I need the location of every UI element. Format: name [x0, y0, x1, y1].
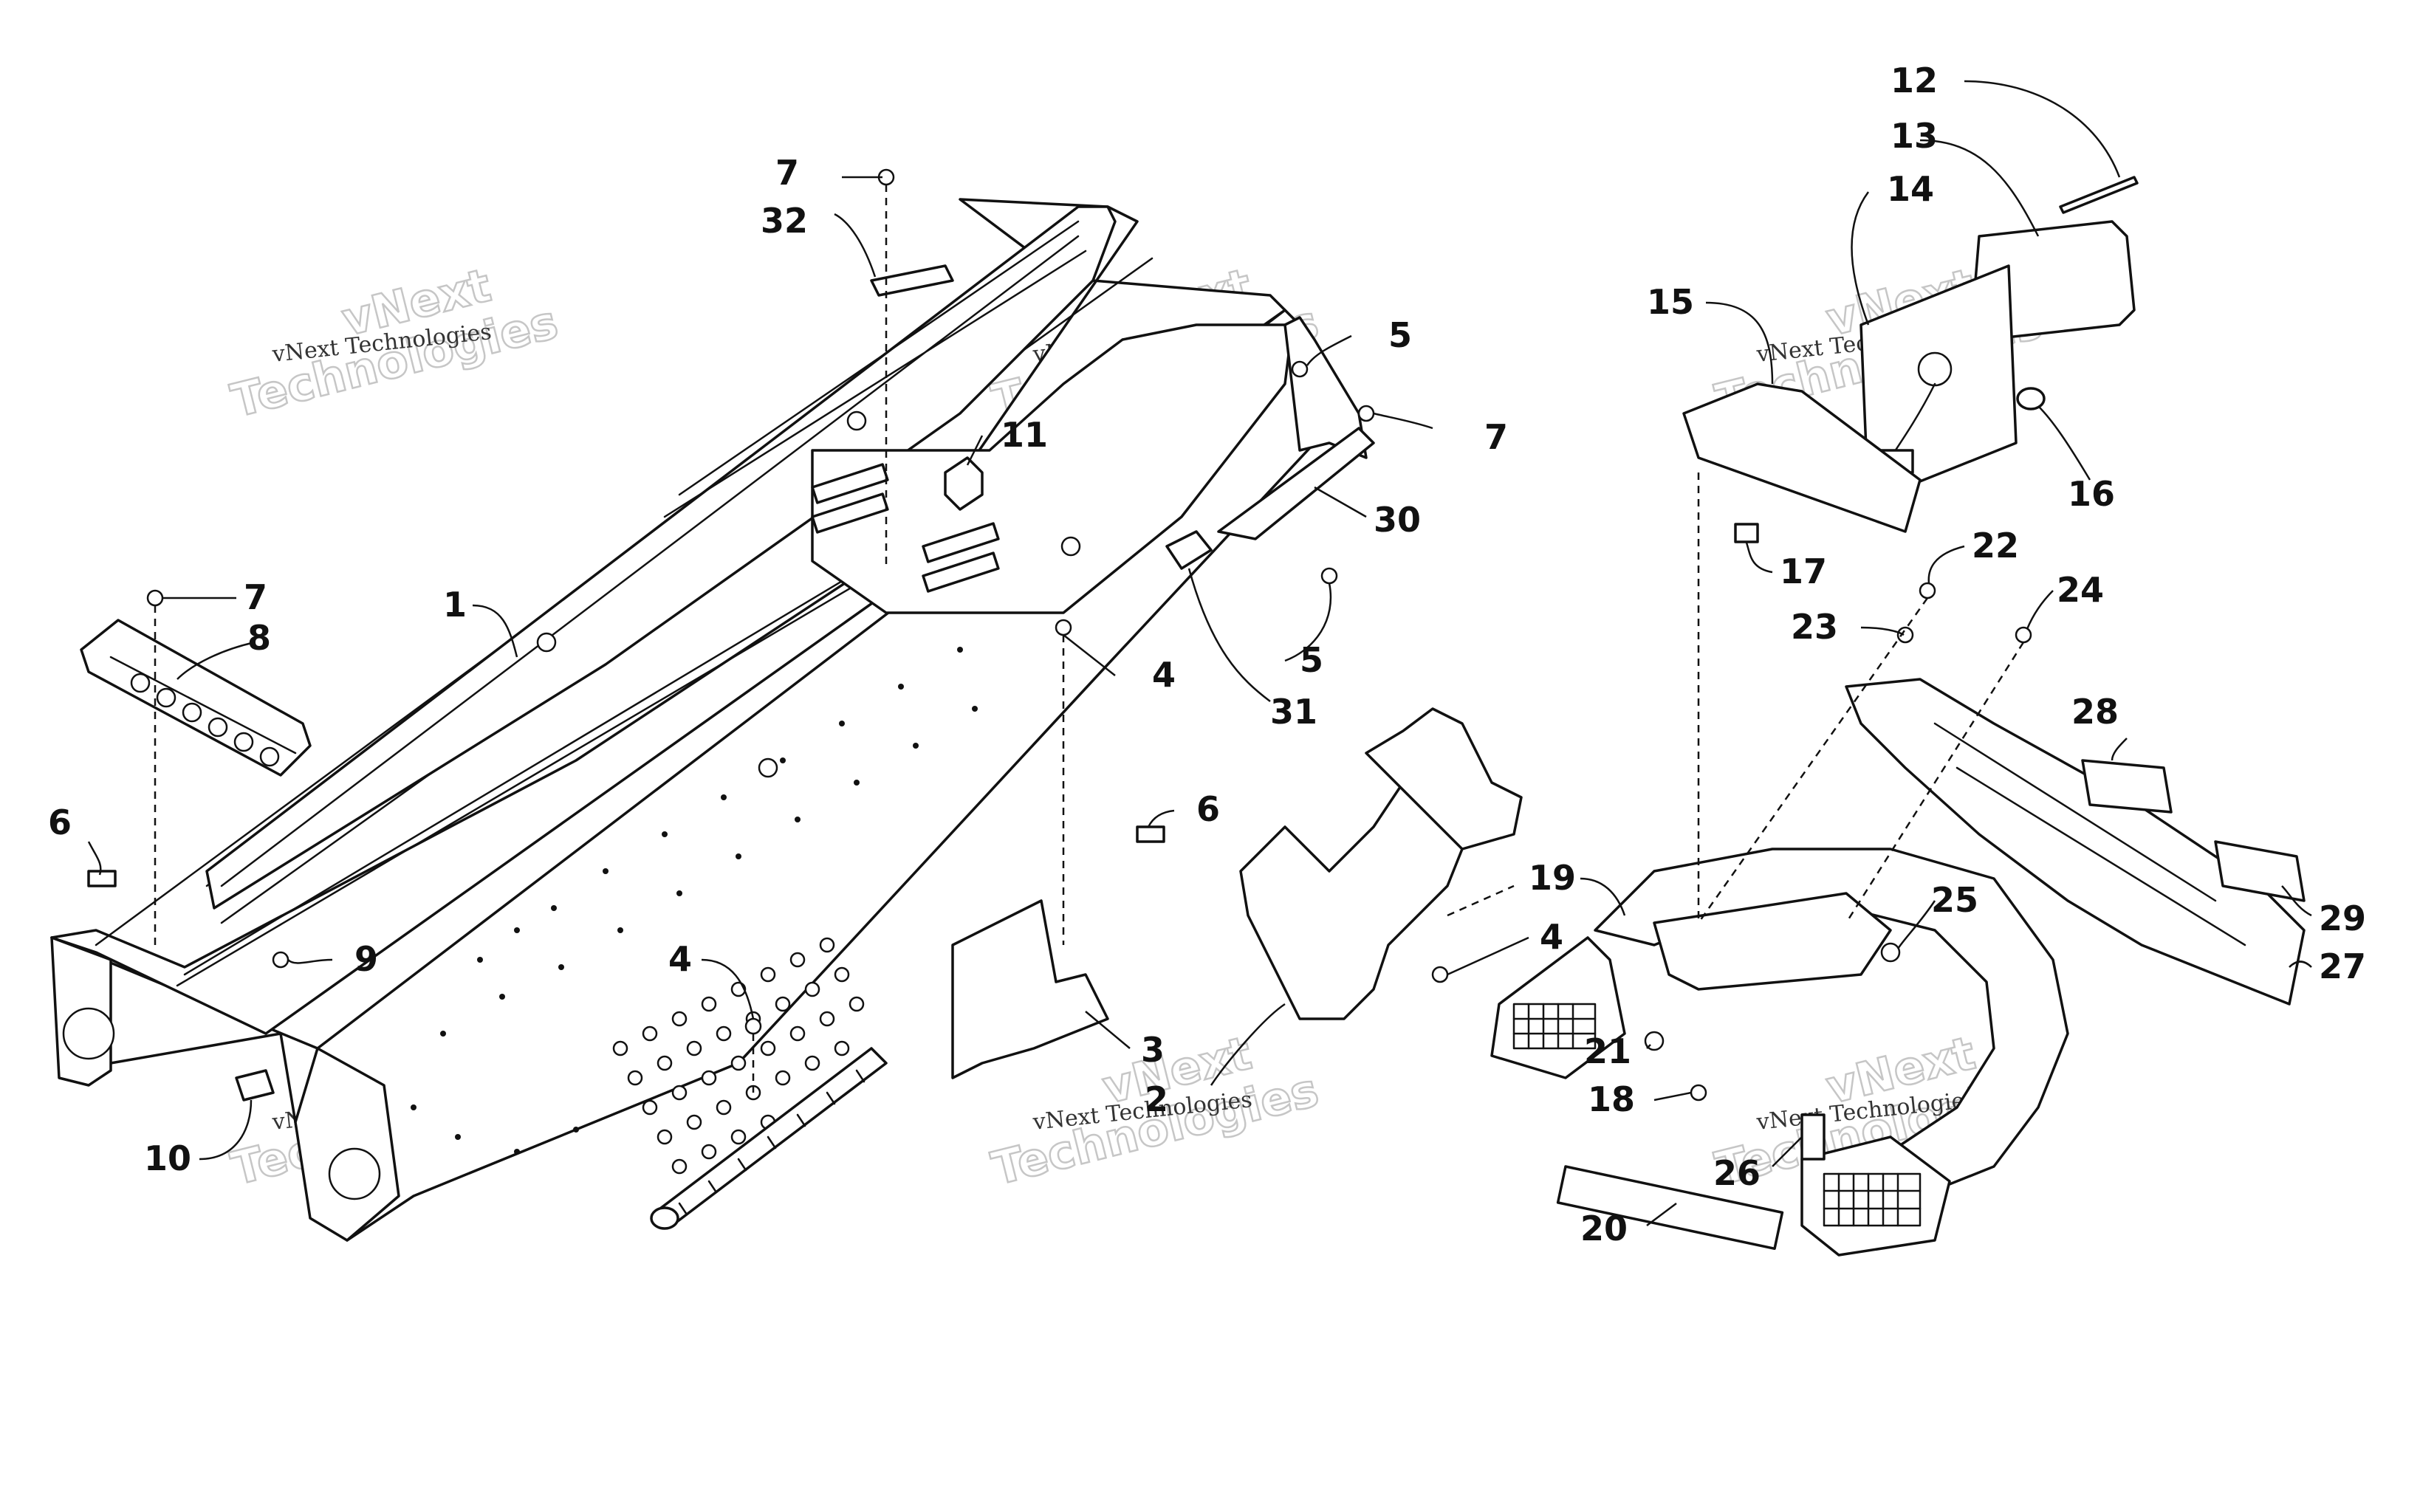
traction-strip-texture: [678, 1069, 865, 1216]
axle-hole-left: [62, 1007, 115, 1060]
traction-strip-end: [650, 1206, 679, 1230]
tunnel-slot: [811, 492, 889, 534]
callout-10: 10: [144, 1138, 191, 1178]
callout-19: 19: [1529, 858, 1576, 898]
part-18-bolt: [1690, 1084, 1707, 1102]
callout-12: 12: [1891, 61, 1938, 100]
callout-14: 14: [1887, 169, 1934, 209]
callout-16: 16: [2068, 474, 2115, 514]
part-6-clip-right: [1136, 825, 1165, 843]
tunnel-rail-ridge: [220, 220, 1087, 887]
part-23-washer: [1896, 626, 1914, 644]
part-16-bulb: [2016, 387, 2046, 410]
callout-29: 29: [2319, 898, 2366, 938]
callout-22: 22: [1972, 526, 2019, 566]
callout-15: 15: [1647, 282, 1694, 322]
part-2-bracket: [1239, 707, 1523, 1020]
callout-11: 11: [1001, 415, 1048, 455]
callout-25: 25: [1931, 880, 1978, 920]
tunnel-grommet: [846, 410, 867, 431]
part-30-gusset: [1217, 427, 1375, 540]
part-14-bulb-socket: [1917, 351, 1953, 387]
callout-30: 30: [1374, 500, 1421, 540]
callout-2: 2: [1145, 1079, 1168, 1119]
assembly-guides: [154, 185, 2025, 1093]
callout-5a: 5: [1388, 315, 1412, 355]
part-22-screw: [1919, 582, 1936, 599]
taillight-assembly: [1682, 176, 2139, 543]
rear-assembly: [1490, 582, 2306, 1257]
part-6-clip-left: [87, 870, 117, 887]
part-9-rivet: [272, 951, 289, 969]
callout-23: 23: [1791, 607, 1838, 647]
callout-1: 1: [443, 585, 467, 625]
callout-17: 17: [1780, 551, 1827, 591]
callout-6b: 6: [1196, 789, 1220, 829]
callout-9: 9: [354, 939, 378, 979]
tunnel-grommet: [536, 632, 557, 653]
tunnel-top-deck: [50, 198, 1286, 1035]
part-17-nut: [1734, 523, 1759, 543]
callout-4c: 4: [1540, 917, 1563, 957]
tunnel-upper-rail: [205, 205, 1117, 910]
part-12-screw: [2059, 176, 2139, 214]
callout-5b: 5: [1300, 640, 1323, 680]
tunnel-grommet: [1060, 536, 1081, 557]
callout-7a: 7: [775, 153, 799, 193]
part-19-deck: [1653, 892, 1892, 991]
part-25-clip: [1880, 942, 1901, 963]
callout-7b: 7: [244, 577, 267, 617]
callout-27: 27: [2319, 946, 2366, 986]
part-3-bracket: [951, 899, 1109, 1079]
part-8-guard: [80, 619, 312, 777]
tunnel-rivet-pattern: [411, 647, 978, 1155]
callout-3: 3: [1141, 1030, 1165, 1070]
part-15-base: [1682, 382, 1922, 533]
part-24-screw: [2015, 626, 2032, 644]
callout-18: 18: [1588, 1079, 1635, 1119]
callout-13: 13: [1891, 116, 1938, 156]
callout-28: 28: [2071, 692, 2119, 732]
tunnel-slot: [922, 522, 1000, 563]
part-32-bar: [870, 264, 954, 297]
tunnel-slot: [922, 551, 1000, 593]
tunnel-front-bracket-right: [294, 1047, 400, 1242]
part-31-decal: [1165, 530, 1213, 570]
callout-20: 20: [1580, 1209, 1628, 1248]
callout-8: 8: [247, 618, 271, 658]
part-26-latch: [1800, 1113, 1826, 1161]
callout-labels: 1 2 3 4 4 4 5 5 6 6 7 7 7 8 9 10 11 12 1…: [48, 61, 2366, 1248]
part-5-bolt-top: [1291, 360, 1309, 378]
callout-26: 26: [1713, 1153, 1761, 1193]
part-4-rivet-a: [1055, 619, 1072, 636]
callout-4b: 4: [668, 939, 692, 979]
tunnel-slot: [811, 463, 889, 504]
callout-6a: 6: [48, 803, 72, 842]
part-4-rivet-c: [1431, 966, 1449, 983]
axle-hole-right: [328, 1147, 381, 1200]
part-5-bolt-bottom: [1320, 567, 1338, 585]
footplate-grid-left: [1512, 1003, 1597, 1050]
part-10-clip: [235, 1069, 275, 1102]
part-4-rivet-b: [744, 1017, 762, 1035]
callout-24: 24: [2057, 570, 2104, 610]
callout-21: 21: [1584, 1031, 1631, 1071]
part-7-fastener-right: [1357, 405, 1375, 422]
callout-4a: 4: [1152, 655, 1176, 695]
watermark-1: vNext Technologies vNext Technologies: [225, 257, 564, 429]
callout-31: 31: [1270, 692, 1317, 732]
callout-32: 32: [761, 201, 808, 241]
part-11-block: [944, 456, 984, 511]
part-27-detail: [1933, 722, 2246, 946]
part-28-decal: [2081, 759, 2173, 814]
leader-lines: [87, 80, 2312, 1226]
part-7-fastener-left: [146, 589, 164, 607]
callout-7c: 7: [1484, 417, 1508, 457]
tunnel-grommet: [758, 757, 778, 778]
footplate-grid-right: [1823, 1172, 1922, 1227]
part-27-snowflap: [1845, 678, 2306, 1006]
